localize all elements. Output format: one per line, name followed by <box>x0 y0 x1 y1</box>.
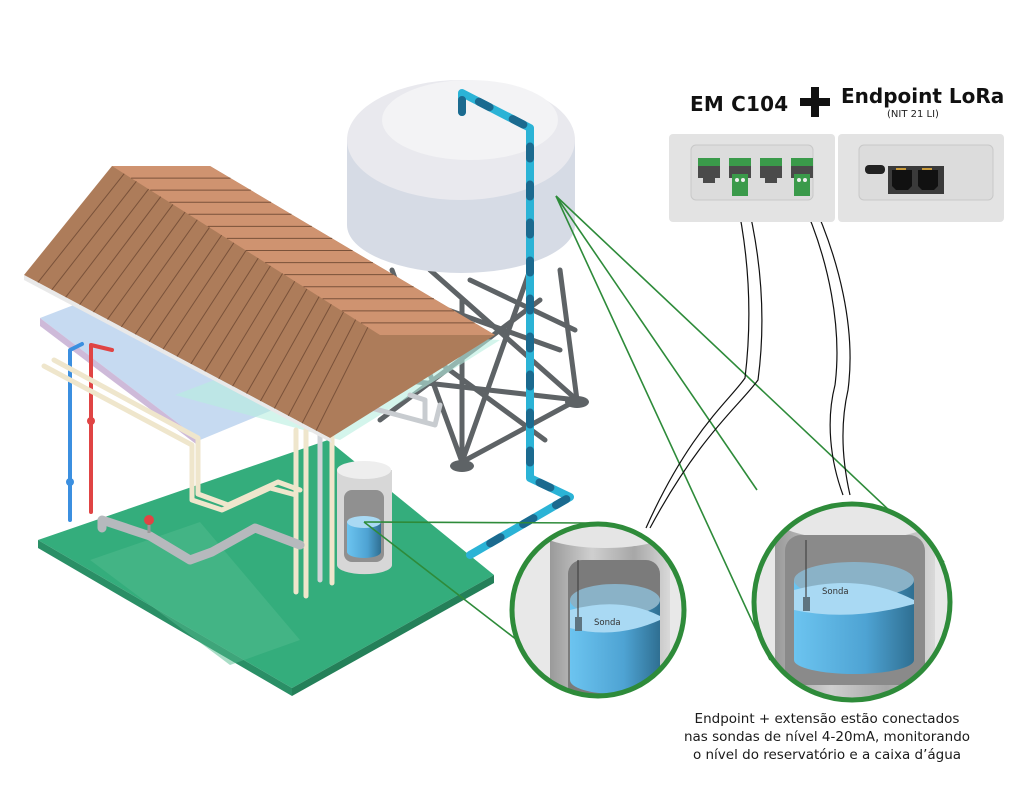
terminal-block-icon <box>791 158 813 196</box>
caption: Endpoint + extensão estão conectados nas… <box>668 710 986 764</box>
ground-slab <box>38 440 494 696</box>
rj-port-icon <box>892 170 912 190</box>
endpoint-model: (NIT 21 LI) <box>887 109 939 120</box>
em-c104-device <box>669 134 835 222</box>
terminal-block-icon <box>698 158 720 183</box>
rj-port-icon <box>918 170 938 190</box>
valve-icon <box>144 515 154 533</box>
probe-cables <box>645 195 851 529</box>
ground-reservoir <box>337 461 392 575</box>
caption-line: nas sondas de nível 4-20mA, monitorando <box>683 729 971 745</box>
probe-label: Sonda <box>822 587 849 597</box>
plumbing-pipes <box>41 342 443 599</box>
caption-line: o nível do reservatório e a caixa d’água <box>692 747 962 763</box>
tank-outlet-pipe <box>458 89 574 559</box>
callout-water-tower: Sonda <box>751 501 953 703</box>
house-roof <box>24 166 495 443</box>
probe-label: Sonda <box>594 618 621 628</box>
water-tower-tank <box>347 80 575 273</box>
callout-reservoir: Sonda <box>509 521 687 699</box>
endpoint-title: Endpoint LoRa <box>841 84 1005 108</box>
endpoint-lora-device <box>838 134 1004 222</box>
plus-icon <box>800 87 830 117</box>
caption-line: Endpoint + extensão estão conectados <box>694 711 960 727</box>
terminal-block-icon <box>729 158 751 196</box>
terminal-block-icon <box>760 158 782 183</box>
usb-port-icon <box>865 165 885 174</box>
device-title: EM C104 <box>690 92 789 116</box>
callout-lines <box>363 195 945 661</box>
